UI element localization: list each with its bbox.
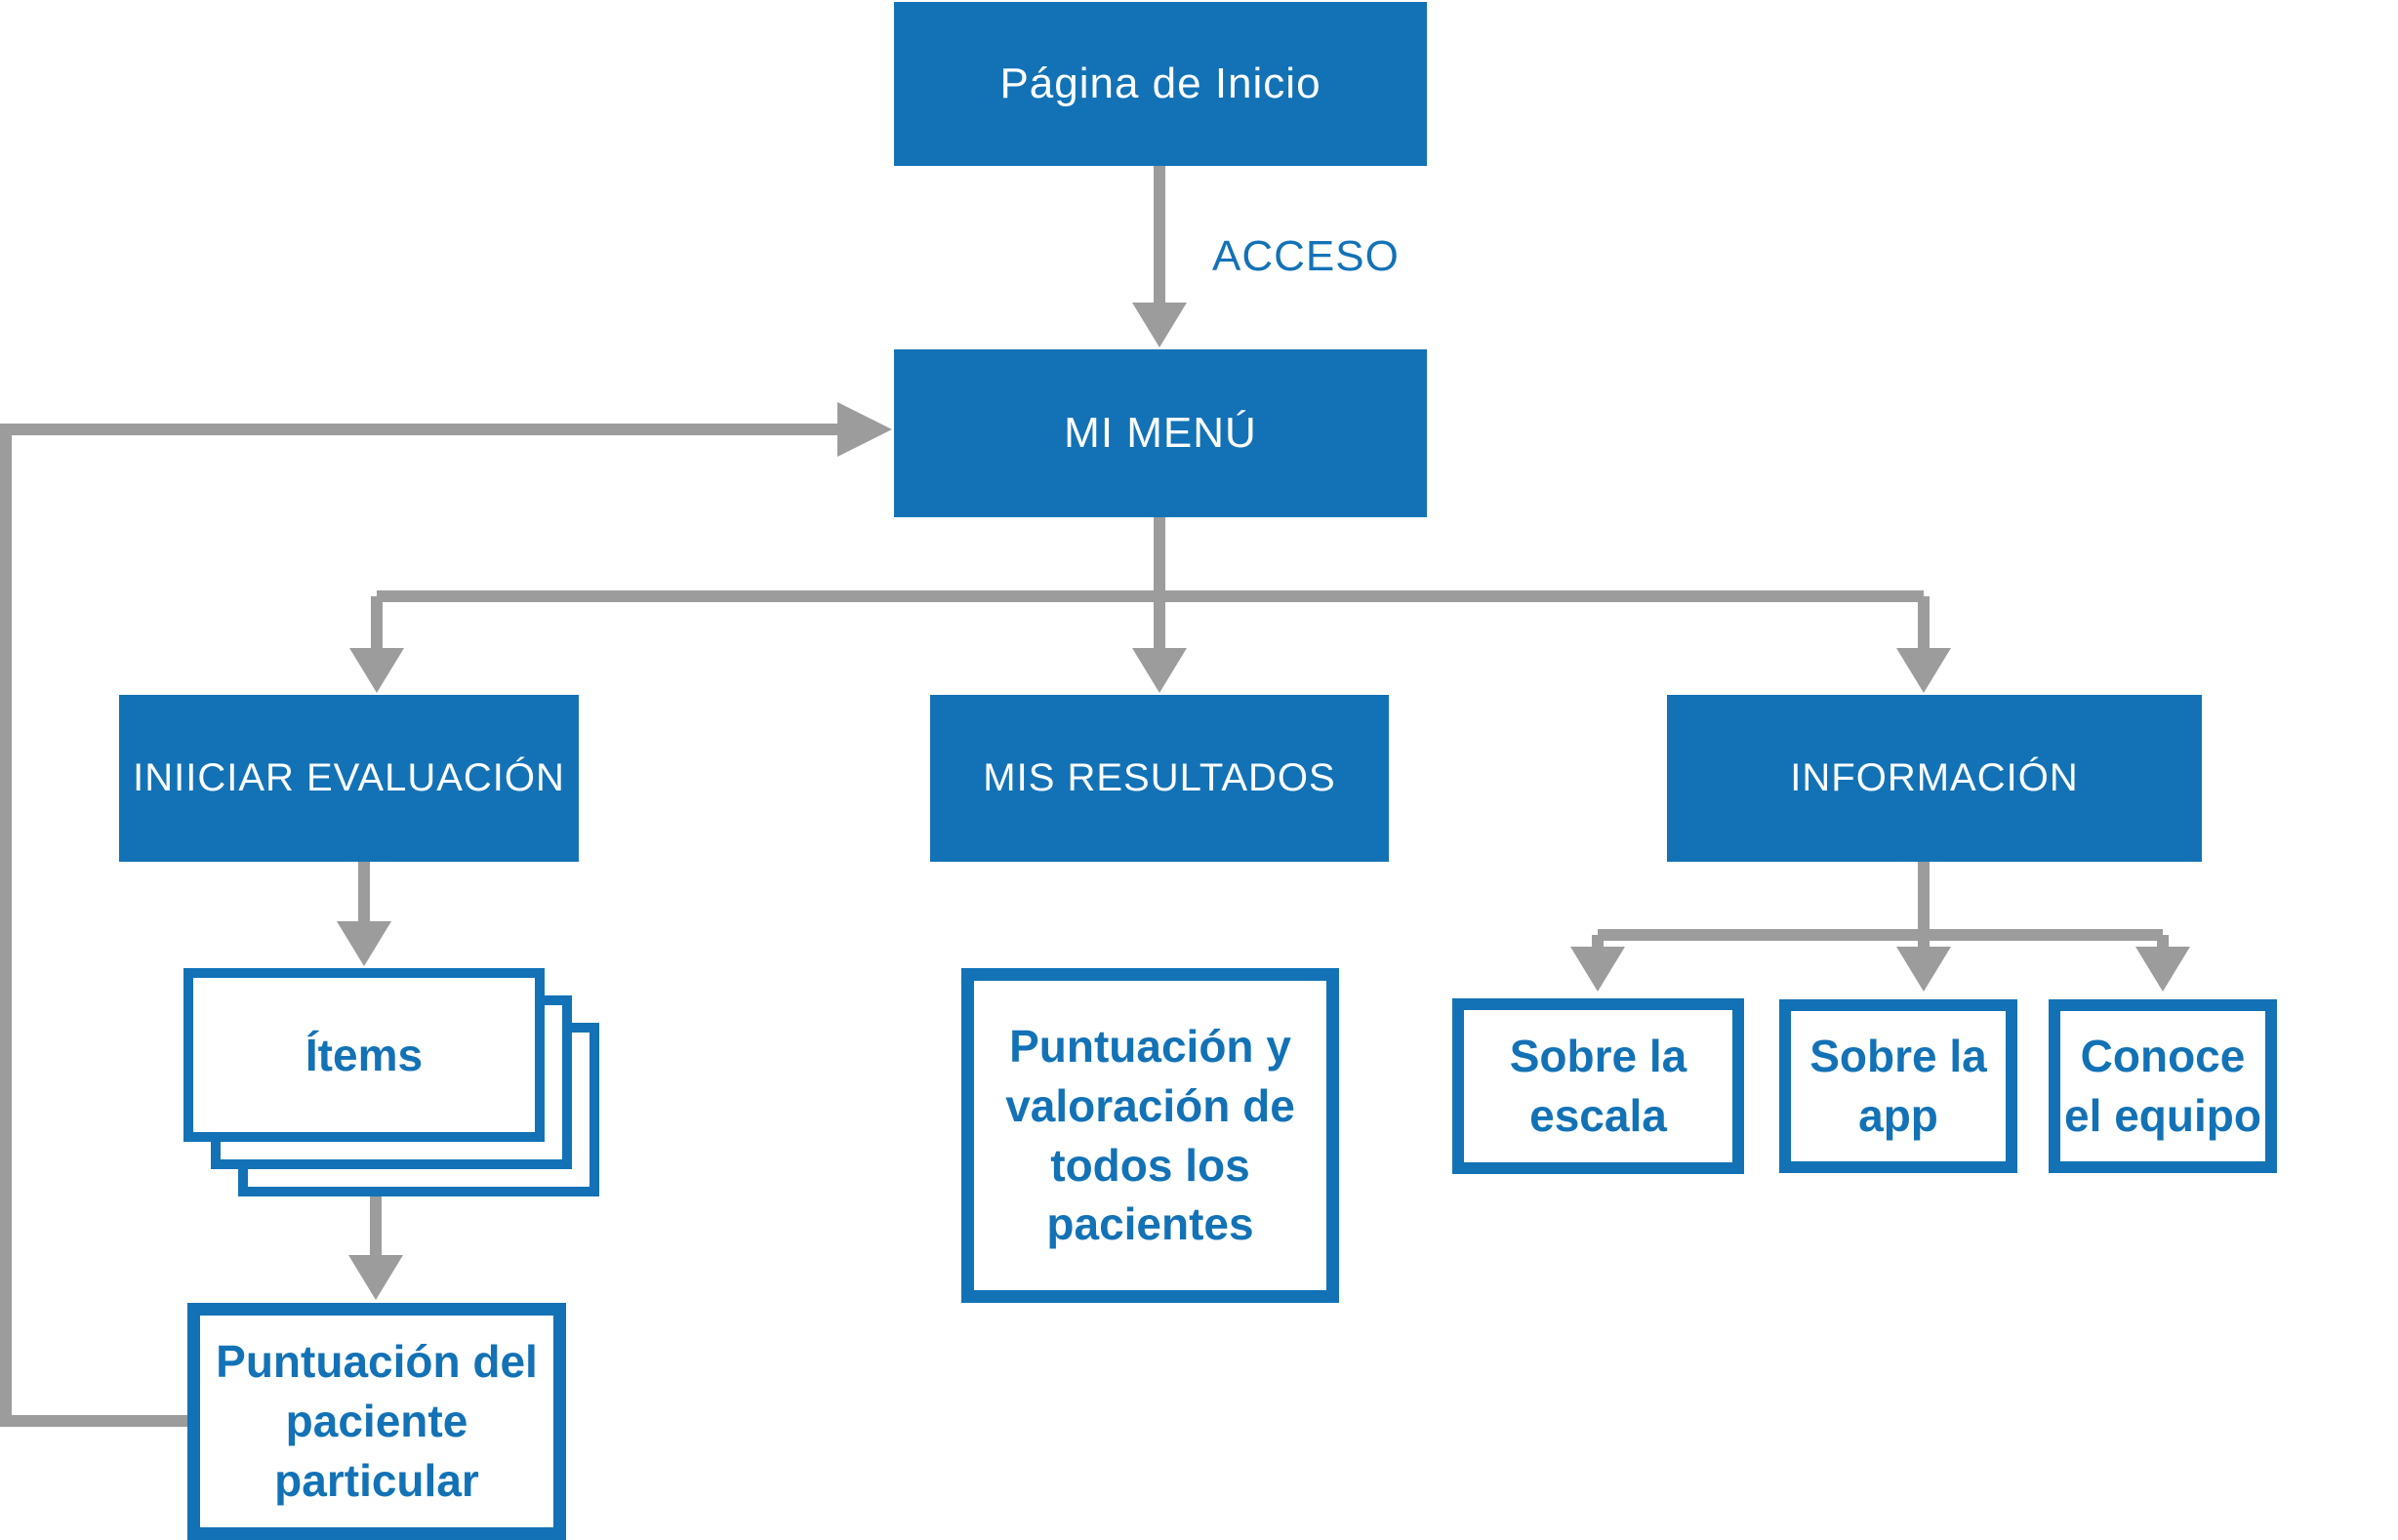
node-conoce-el-equipo-label: Conoce el equipo bbox=[2064, 1031, 2261, 1141]
node-mi-menu: MI MENÚ bbox=[894, 349, 1427, 517]
arrow-loop-to-menu-head bbox=[837, 402, 892, 457]
arrow-inicio-to-menu-head bbox=[1132, 303, 1187, 347]
node-mis-resultados-label: MIS RESULTADOS bbox=[983, 756, 1336, 799]
node-sobre-la-escala-label: Sobre la escala bbox=[1509, 1031, 1687, 1141]
arrow-evaluacion-to-items-head bbox=[337, 921, 391, 966]
arrow-branch-to-evaluacion-head bbox=[349, 648, 404, 693]
node-informacion-label: INFORMACIÓN bbox=[1790, 756, 2079, 799]
arrow-items-to-puntuacion-head bbox=[348, 1255, 403, 1300]
node-items-label: Ítems bbox=[305, 1030, 424, 1080]
node-items-stack: Ítems bbox=[183, 968, 599, 1196]
arrow-menu-to-resultados-head bbox=[1132, 648, 1187, 693]
arrow-to-conoce-equipo-head bbox=[2135, 947, 2190, 992]
node-puntuacion-todos-pacientes: Puntuación y valoración de todos los pac… bbox=[961, 968, 1339, 1303]
arrow-to-sobre-escala-head bbox=[1570, 947, 1625, 992]
node-pagina-de-inicio: Página de Inicio bbox=[894, 2, 1427, 166]
acceso-edge-label: ACCESO bbox=[1212, 232, 1400, 280]
node-mis-resultados: MIS RESULTADOS bbox=[930, 695, 1389, 862]
node-iniciar-evaluacion-label: INIICIAR EVALUACIÓN bbox=[133, 756, 565, 799]
node-sobre-la-app-label: Sobre la app bbox=[1809, 1031, 1987, 1141]
node-iniciar-evaluacion: INIICIAR EVALUACIÓN bbox=[119, 695, 579, 862]
node-pagina-de-inicio-label: Página de Inicio bbox=[999, 60, 1321, 107]
node-informacion: INFORMACIÓN bbox=[1667, 695, 2202, 862]
node-conoce-el-equipo: Conoce el equipo bbox=[2049, 999, 2277, 1173]
node-puntuacion-paciente-particular-label: Puntuación del paciente particular bbox=[216, 1336, 538, 1506]
node-puntuacion-todos-pacientes-label: Puntuación y valoración de todos los pac… bbox=[1005, 1021, 1295, 1250]
arrow-branch-to-informacion-head bbox=[1896, 648, 1951, 693]
items-card-front: Ítems bbox=[183, 968, 545, 1142]
node-puntuacion-paciente-particular: Puntuación del paciente particular bbox=[187, 1303, 566, 1540]
node-sobre-la-app: Sobre la app bbox=[1779, 999, 2017, 1173]
arrow-informacion-to-app-head bbox=[1896, 947, 1951, 992]
node-sobre-la-escala: Sobre la escala bbox=[1452, 998, 1744, 1174]
feedback-loop-line bbox=[0, 424, 839, 1427]
node-mi-menu-label: MI MENÚ bbox=[1064, 409, 1257, 457]
